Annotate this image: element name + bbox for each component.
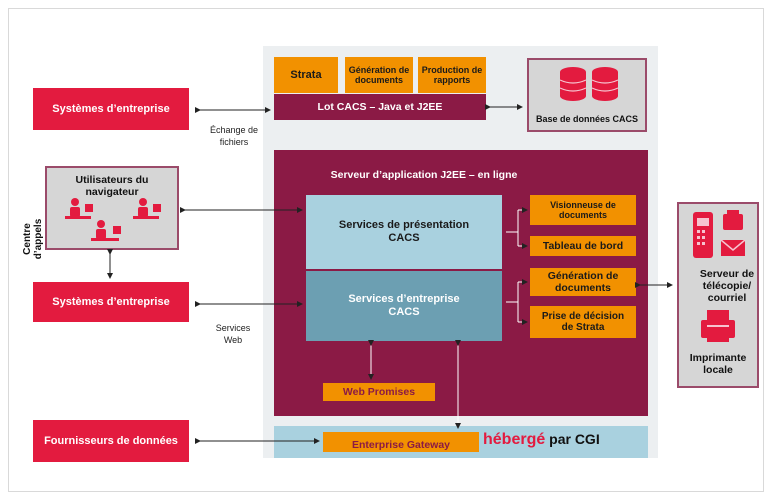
enterprise-systems-mid-box: Systèmes d’entreprise — [33, 282, 189, 322]
database-box: Base de données CACS — [527, 58, 647, 132]
browser-users-box: Utilisateurs du navigateur — [45, 166, 179, 250]
printer-icon — [701, 310, 735, 342]
strata-decision-box: Prise de décision de Strata — [530, 306, 636, 338]
app-server-title: Serveur d’application J2EE – en ligne — [330, 169, 518, 181]
file-exchange-label: Échange de fichiers — [209, 125, 259, 148]
data-providers-box: Fournisseurs de données — [33, 420, 189, 462]
enterprise-services-box: Services d’entreprise CACS — [306, 271, 502, 341]
local-printer-label: Imprimante locale — [689, 352, 747, 377]
document-viewer-box: Visionneuse de documents — [530, 195, 636, 225]
report-production-box: Production de rapports — [418, 57, 486, 93]
web-services-label: Services Web — [215, 323, 251, 346]
fax-email-icon — [693, 210, 746, 258]
devices-box: Serveur de télécopie/ courriel Imprimant… — [677, 202, 759, 388]
enterprise-systems-top-box: Systèmes d’entreprise — [33, 88, 189, 130]
enterprise-gateway-box: Enterprise Gateway — [323, 432, 479, 452]
web-promises-box: Web Promises — [323, 383, 435, 401]
agents-at-desks-icon — [65, 198, 161, 241]
database-label: Base de données CACS — [535, 114, 639, 124]
strata-box: Strata — [274, 57, 338, 93]
batch-bar: Lot CACS – Java et J2EE — [274, 94, 486, 120]
browser-users-label: Utilisateurs du navigateur — [75, 174, 149, 199]
fax-email-label: Serveur de télécopie/ courriel — [699, 268, 755, 305]
presentation-services-box: Services de présentation CACS — [306, 195, 502, 269]
hosted-by-cgi-label: hébergé par CGI — [483, 431, 600, 448]
dashboard-box: Tableau de bord — [530, 236, 636, 256]
database-icon — [559, 67, 619, 101]
doc-generation-top-box: Génération de documents — [345, 57, 413, 93]
doc-generation-box: Génération de documents — [530, 268, 636, 296]
